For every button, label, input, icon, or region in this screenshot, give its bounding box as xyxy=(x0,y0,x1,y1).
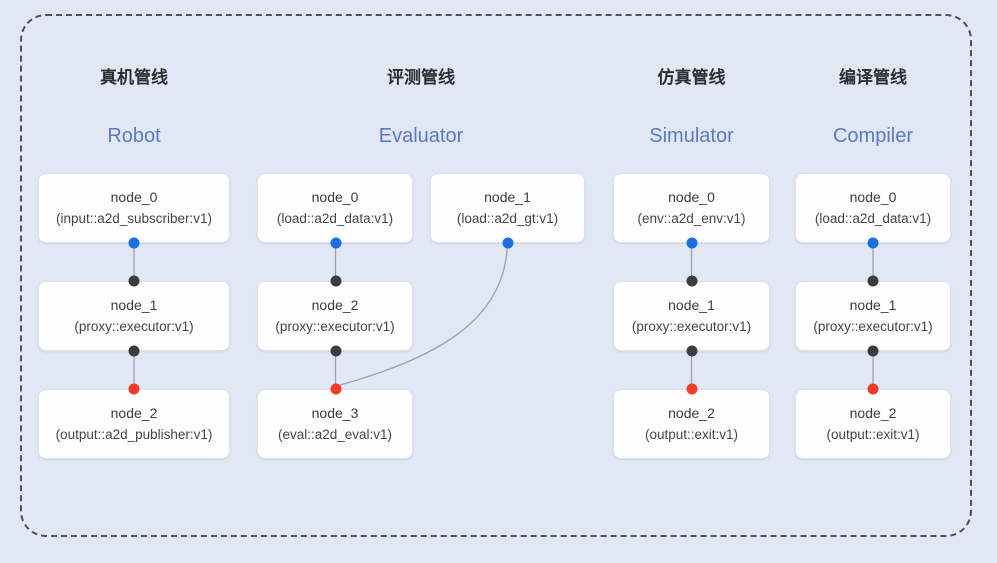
pipeline-title-en-compiler: Compiler xyxy=(832,125,914,147)
node-type: (proxy::executor:v1) xyxy=(74,319,194,334)
node-type: (output::exit:v1) xyxy=(826,427,920,442)
node-box-robot-1: node_1 (proxy::executor:v1) xyxy=(38,281,230,351)
input-port-dot-black xyxy=(128,275,140,287)
node-type: (eval::a2d_eval:v1) xyxy=(277,427,393,442)
pipeline-title-zh-compiler: 编译管线 xyxy=(839,68,907,87)
output-port-dot-black xyxy=(330,345,341,357)
node-box-evaluator-2: node_2 (proxy::executor:v1) xyxy=(257,281,413,351)
output-port-dot-blue xyxy=(330,237,341,249)
pipeline-title-en-robot: Robot xyxy=(107,125,161,147)
node-title: node_0 xyxy=(668,189,715,205)
input-port-dot-red xyxy=(867,383,879,395)
node-title: node_2 xyxy=(110,405,158,421)
input-port-dot-black xyxy=(867,275,879,287)
node-title: node_2 xyxy=(849,405,897,421)
input-port-dot-black xyxy=(330,275,341,287)
pipeline-title-zh-evaluator: 评测管线 xyxy=(387,68,455,87)
node-type: (output::a2d_publisher:v1) xyxy=(55,427,213,442)
node-box-simulator-1: node_1 (proxy::executor:v1) xyxy=(613,281,770,351)
node-title: node_1 xyxy=(484,189,531,205)
output-port-dot-blue xyxy=(867,237,879,249)
node-type: (load::a2d_data:v1) xyxy=(814,211,932,226)
node-box-robot-0: node_0 (input::a2d_subscriber:v1) xyxy=(38,173,230,243)
node-box-evaluator-3: node_3 (eval::a2d_eval:v1) xyxy=(257,389,413,459)
dashed-border xyxy=(20,14,972,537)
output-port-dot-black xyxy=(686,345,697,357)
pipeline-title-zh-robot: 真机管线 xyxy=(100,68,168,87)
node-type: (output::exit:v1) xyxy=(644,427,739,442)
node-box-robot-2: node_2 (output::a2d_publisher:v1) xyxy=(38,389,230,459)
node-box-compiler-0: node_0 (load::a2d_data:v1) xyxy=(795,173,951,243)
node-box-simulator-0: node_0 (env::a2d_env:v1) xyxy=(613,173,770,243)
output-port-dot-blue xyxy=(128,237,140,249)
input-port-dot-red xyxy=(686,383,697,395)
node-type: (proxy::executor:v1) xyxy=(275,319,395,334)
output-port-dot-blue xyxy=(502,237,513,249)
gt-to-eval-curve xyxy=(337,242,509,387)
pipeline-title-en-evaluator: Evaluator xyxy=(378,125,464,147)
node-title: node_3 xyxy=(311,405,359,421)
node-title: node_1 xyxy=(849,297,897,313)
input-port-dot-red xyxy=(330,383,341,395)
output-port-dot-blue xyxy=(686,237,697,249)
node-type: (load::a2d_data:v1) xyxy=(276,211,394,226)
output-port-dot-black xyxy=(867,345,879,357)
node-title: node_0 xyxy=(311,189,359,205)
input-port-dot-black xyxy=(686,275,697,287)
node-box-compiler-1: node_1 (proxy::executor:v1) xyxy=(795,281,951,351)
node-title: node_2 xyxy=(311,297,359,313)
input-port-dot-red xyxy=(128,383,140,395)
node-box-evaluator-0: node_0 (load::a2d_data:v1) xyxy=(257,173,413,243)
node-box-simulator-2: node_2 (output::exit:v1) xyxy=(613,389,770,459)
node-type: (proxy::executor:v1) xyxy=(813,319,933,334)
node-box-compiler-2: node_2 (output::exit:v1) xyxy=(795,389,951,459)
node-title: node_0 xyxy=(849,189,897,205)
node-title: node_1 xyxy=(668,297,715,313)
pipeline-title-en-simulator: Simulator xyxy=(649,125,734,147)
node-type: (env::a2d_env:v1) xyxy=(637,211,746,226)
node-type: (load::a2d_gt:v1) xyxy=(456,211,559,226)
output-port-dot-black xyxy=(128,345,140,357)
node-type: (input::a2d_subscriber:v1) xyxy=(55,211,213,226)
node-title: node_0 xyxy=(110,189,158,205)
node-title: node_1 xyxy=(110,297,158,313)
node-type: (proxy::executor:v1) xyxy=(631,319,752,334)
node-title: node_2 xyxy=(668,405,715,421)
pipeline-title-zh-simulator: 仿真管线 xyxy=(657,68,726,87)
node-box-evaluator-1: node_1 (load::a2d_gt:v1) xyxy=(430,173,585,243)
